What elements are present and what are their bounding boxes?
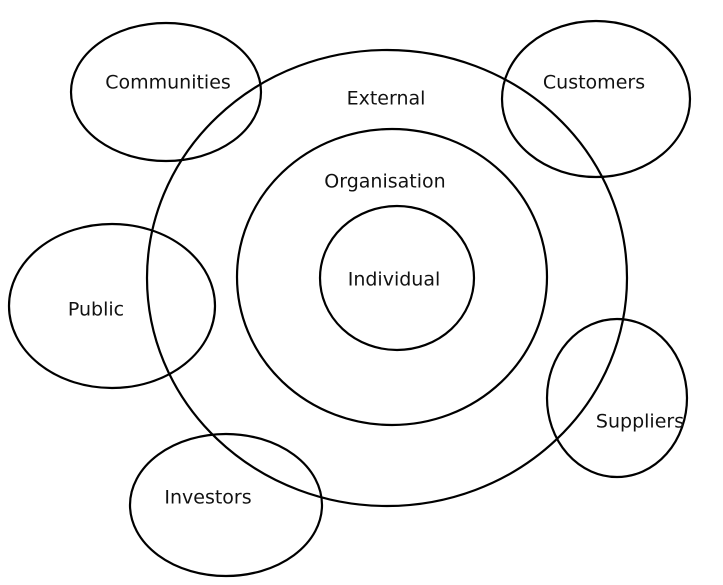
customers-ellipse [500,19,692,179]
customers-label: Customers [542,71,646,94]
individual-label: Individual [347,268,441,291]
individual-ring [318,204,476,352]
public-label: Public [67,298,125,321]
external-ring [145,48,629,508]
public-ellipse [7,222,217,390]
organisation-ring [235,127,549,427]
external-label: External [346,87,426,110]
suppliers-ellipse [545,317,689,479]
communities-ellipse [69,21,263,163]
communities-label: Communities [105,71,231,94]
suppliers-label: Suppliers [595,410,685,433]
organisation-label: Organisation [324,170,446,193]
investors-ellipse [128,432,324,578]
investors-label: Investors [164,486,252,509]
